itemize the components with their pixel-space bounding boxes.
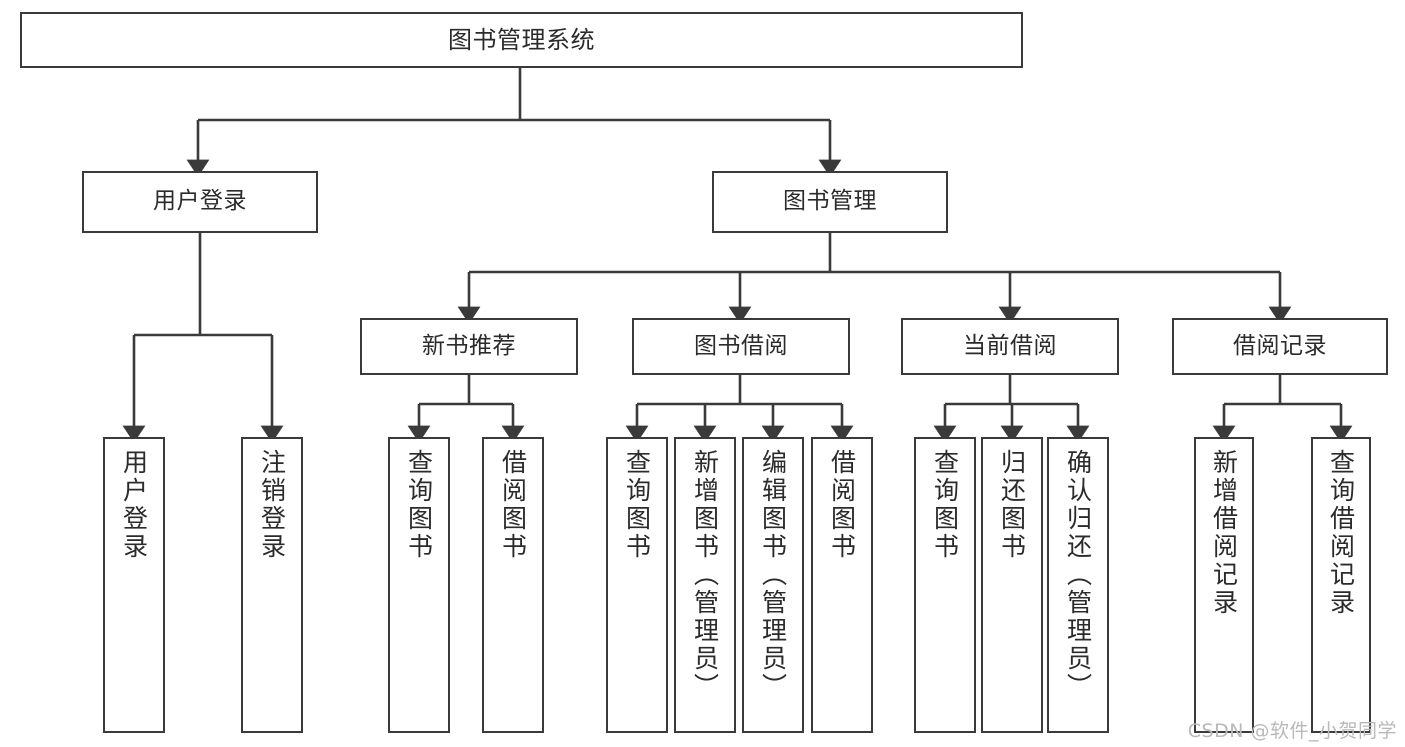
node-label: 查询借阅记录 [1326,449,1356,617]
node-label: 确认归还（管理员） [1063,449,1093,701]
node-leaf-return-books[interactable]: 归还图书 [981,437,1043,733]
node-book-management[interactable]: 图书管理 [712,171,948,233]
node-label: 编辑图书（管理员） [758,449,788,701]
node-leaf-confirm-return-admin[interactable]: 确认归还（管理员） [1047,437,1109,733]
node-root-book-management-system[interactable]: 图书管理系统 [20,12,1023,68]
watermark: CSDN @软件_小贺同学 [1187,720,1397,742]
node-leaf-user-login[interactable]: 用户登录 [103,437,165,733]
node-label: 借阅图书 [827,449,857,561]
node-label: 注销登录 [257,449,287,561]
node-label: 查询图书 [930,449,960,561]
node-label: 用户登录 [153,188,247,215]
node-leaf-query-borrow-record[interactable]: 查询借阅记录 [1311,437,1371,733]
node-current-borrowing[interactable]: 当前借阅 [901,318,1119,375]
node-borrow-records[interactable]: 借阅记录 [1172,318,1388,375]
node-leaf-query-books-new[interactable]: 查询图书 [388,437,450,733]
node-label: 查询图书 [404,449,434,561]
node-label: 新增图书（管理员） [690,449,720,701]
node-leaf-query-books-current[interactable]: 查询图书 [914,437,976,733]
node-label: 用户登录 [119,449,149,561]
node-leaf-add-book-admin[interactable]: 新增图书（管理员） [674,437,736,733]
node-label: 当前借阅 [963,332,1057,359]
node-leaf-query-books-borrow[interactable]: 查询图书 [606,437,668,733]
node-user-login[interactable]: 用户登录 [82,171,318,233]
node-label: 新书推荐 [422,332,516,359]
node-leaf-add-borrow-record[interactable]: 新增借阅记录 [1194,437,1254,733]
node-leaf-logout[interactable]: 注销登录 [241,437,303,733]
node-label: 查询图书 [622,449,652,561]
node-label: 图书借阅 [694,332,788,359]
node-label: 归还图书 [997,449,1027,561]
node-leaf-borrow-books-new[interactable]: 借阅图书 [482,437,544,733]
node-label: 新增借阅记录 [1209,449,1239,617]
node-leaf-borrow-books[interactable]: 借阅图书 [811,437,873,733]
node-leaf-edit-book-admin[interactable]: 编辑图书（管理员） [742,437,804,733]
node-new-book-recommendation[interactable]: 新书推荐 [360,318,578,375]
node-label: 图书管理 [783,188,877,215]
node-label: 借阅图书 [498,449,528,561]
node-book-borrowing[interactable]: 图书借阅 [632,318,850,375]
node-label: 借阅记录 [1233,332,1327,359]
node-label: 图书管理系统 [448,25,595,54]
